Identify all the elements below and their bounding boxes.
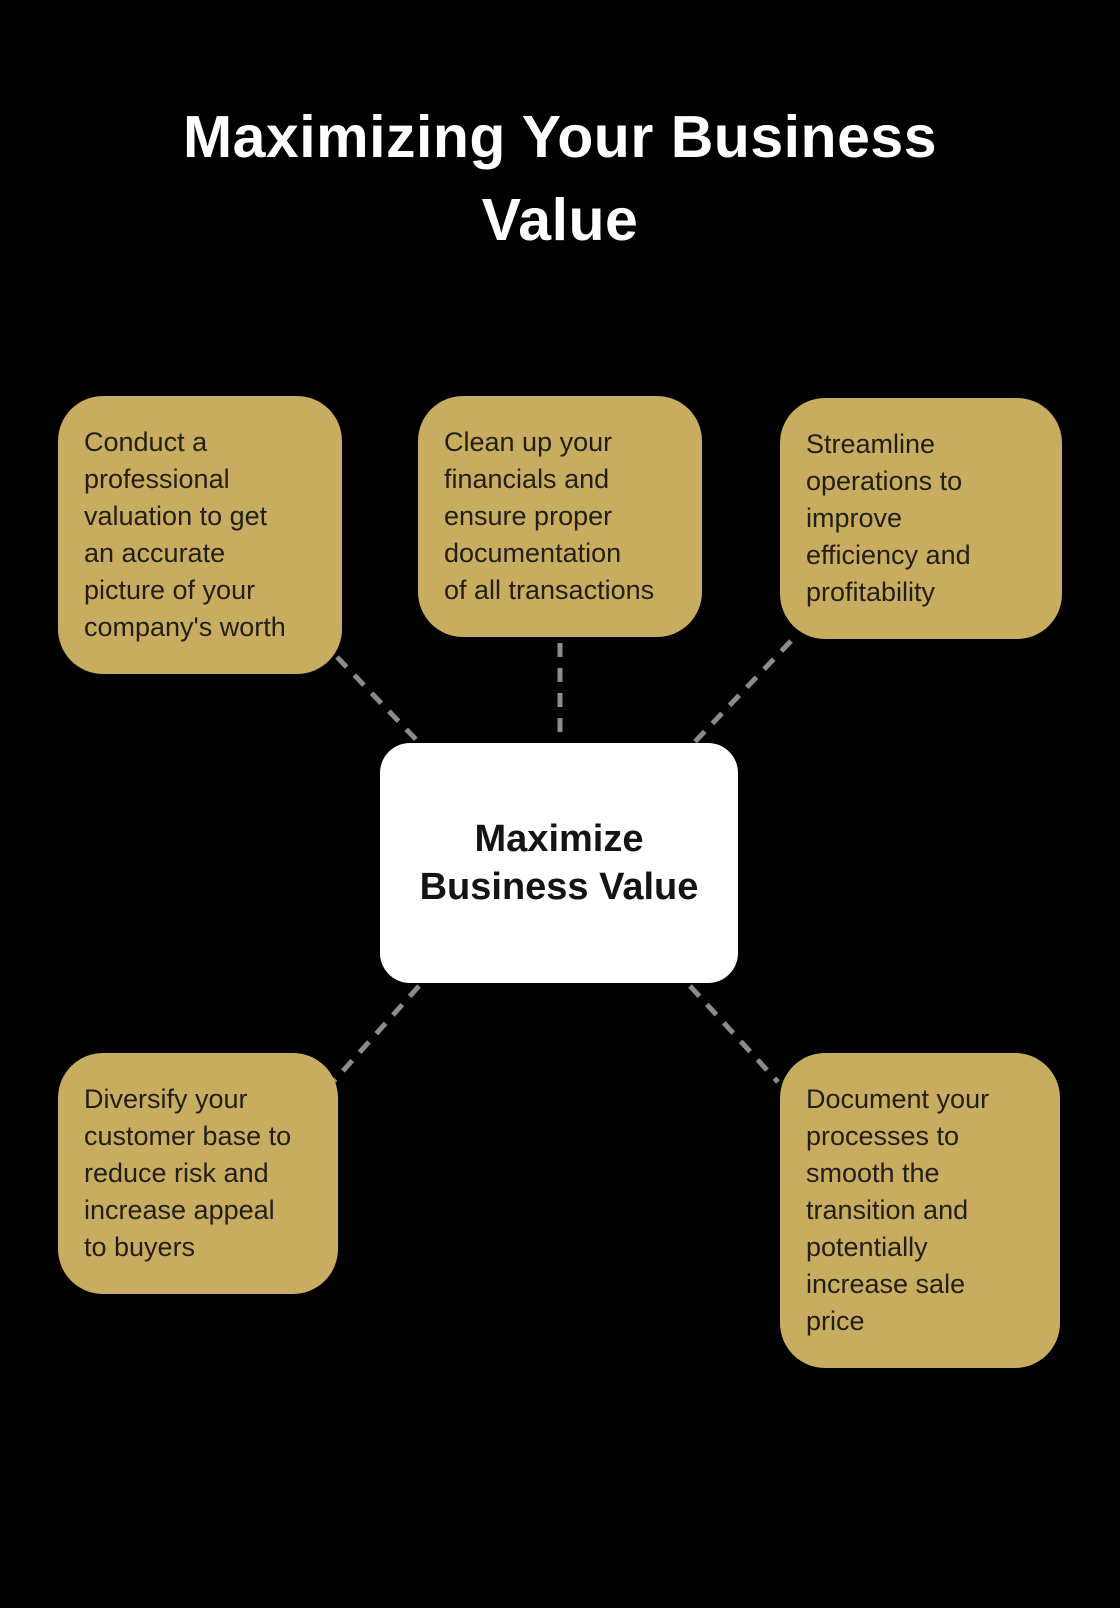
page-title: Maximizing Your Business Value <box>182 104 938 253</box>
connector-center-to-customers <box>331 984 421 1084</box>
connector-operations-to-center <box>686 639 793 751</box>
connector-valuation-to-center <box>335 655 430 754</box>
branch-node-customers: Diversify your customer base to reduce r… <box>58 1053 338 1294</box>
branch-node-financials: Clean up your financials and ensure prop… <box>418 396 702 637</box>
branch-node-operations: Streamline operations to improve efficie… <box>780 398 1062 639</box>
branch-node-valuation: Conduct a professional valuation to get … <box>58 396 342 674</box>
center-node: Maximize Business Value <box>380 743 738 983</box>
branch-node-processes: Document your processes to smooth the tr… <box>780 1053 1060 1368</box>
connector-center-to-processes <box>688 984 780 1084</box>
center-node-label: Maximize Business Value <box>419 818 699 908</box>
